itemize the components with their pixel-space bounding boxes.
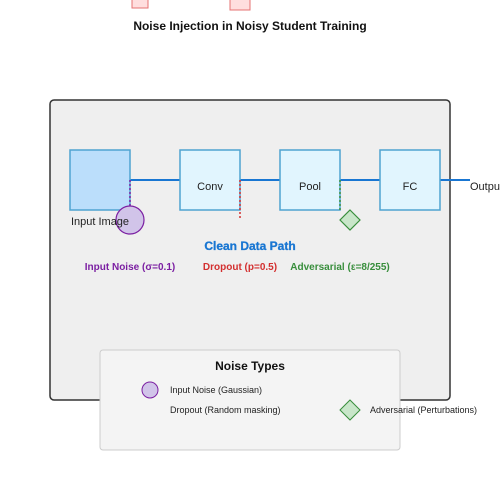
legend-box <box>99 349 401 451</box>
fc-layer-box <box>379 149 441 211</box>
input-noise-marker <box>115 205 145 235</box>
fc-label: FC <box>403 181 418 193</box>
pool-label: Pool <box>299 181 321 193</box>
legend-input-noise-label: Input Noise (Gaussian) <box>170 385 262 395</box>
output-label: Output <box>470 181 500 193</box>
top-square-right <box>229 0 251 11</box>
legend-input-noise-swatch <box>141 381 159 399</box>
conv-layer-box <box>179 149 241 211</box>
legend-adversarial-swatch <box>339 399 361 421</box>
legend-dropout-label: Dropout (Random masking) <box>170 405 281 415</box>
pool-layer-box <box>279 149 341 211</box>
clean-path-label: Clean Data Path <box>204 239 295 253</box>
adversarial-marker <box>339 209 361 231</box>
conv-label: Conv <box>197 181 223 193</box>
dropout-annotation: Dropout (p=0.5) <box>203 262 277 273</box>
top-square-left <box>131 0 149 9</box>
adversarial-annotation: Adversarial (ε=8/255) <box>290 262 390 273</box>
input-noise-annotation: Input Noise (σ=0.1) <box>85 262 175 273</box>
input-image-box <box>69 149 131 211</box>
diagram-title: Noise Injection in Noisy Student Trainin… <box>133 19 366 33</box>
input-image-label: Input Image <box>71 216 129 228</box>
legend-adversarial-label: Adversarial (Perturbations) <box>370 405 477 415</box>
legend-title: Noise Types <box>215 359 285 373</box>
